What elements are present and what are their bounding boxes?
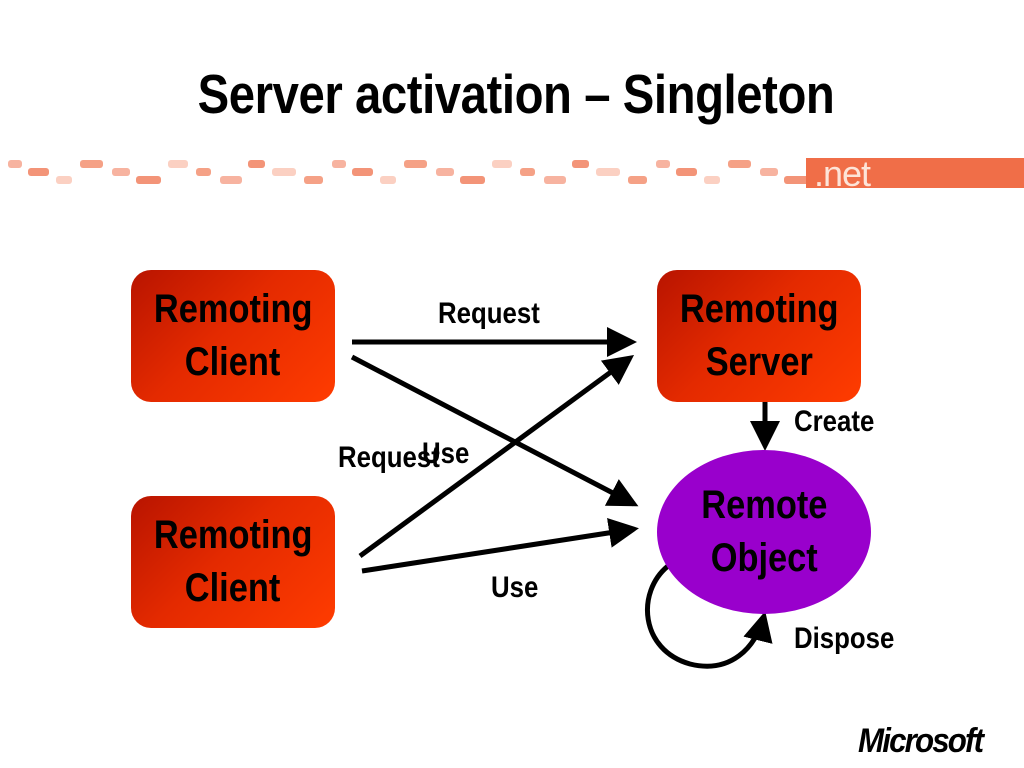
banner-dash [8,160,22,168]
microsoft-logo: Microsoft [858,722,984,760]
banner-dash [596,168,620,176]
label-use-bottom: Use [491,571,539,604]
banner-dash [628,176,647,184]
net-badge-text: .net [814,153,871,194]
banner-dash [656,160,670,168]
banner-dash [304,176,323,184]
remote-object-line1: Remote [700,483,828,527]
arrow-use-top [350,354,639,507]
banner-dash [728,160,751,168]
banner-dash [272,168,296,176]
server-line2: Server [705,340,813,384]
remote-object: Remote Object [657,450,871,614]
remote-object-line2: Object [710,536,818,580]
banner-dash [544,176,566,184]
arrow-request-bottom [358,355,635,559]
decorative-banner [8,160,809,184]
remoting-client-bottom: Remoting Client [131,496,335,628]
server-line1: Remoting [679,287,839,331]
banner-dash [80,160,103,168]
client-bottom-line2: Client [185,566,281,610]
banner-dash [436,168,454,176]
banner-dash [404,160,427,168]
banner-dash [784,176,809,184]
banner-dash [56,176,72,184]
banner-dash [196,168,211,176]
label-create: Create [794,405,875,438]
label-request-top: Request [438,297,540,330]
client-bottom-line1: Remoting [153,513,313,557]
label-use-mid: Use [422,437,470,470]
banner-dash [332,160,346,168]
banner-dash [28,168,49,176]
banner-dash [136,176,161,184]
banner-dash [704,176,720,184]
client-top-line2: Client [185,340,281,384]
label-dispose: Dispose [794,622,895,655]
banner-dash [760,168,778,176]
banner-dash [572,160,589,168]
banner-dash [492,160,512,168]
banner-dash [380,176,396,184]
banner-dash [460,176,485,184]
client-top-line1: Remoting [153,287,313,331]
arrow-dispose [645,564,773,669]
net-badge [806,158,1024,188]
label-request-mid: Request [338,441,440,474]
banner-dash [352,168,373,176]
banner-dash [676,168,697,176]
banner-dash [220,176,242,184]
banner-dash [248,160,265,168]
banner-dash [520,168,535,176]
banner-dash [168,160,188,168]
remoting-client-top: Remoting Client [131,270,335,402]
remoting-server: Remoting Server [657,270,861,402]
slide-title: Server activation – Singleton [197,63,835,125]
arrow-use-bottom [361,517,639,574]
banner-dash [112,168,130,176]
